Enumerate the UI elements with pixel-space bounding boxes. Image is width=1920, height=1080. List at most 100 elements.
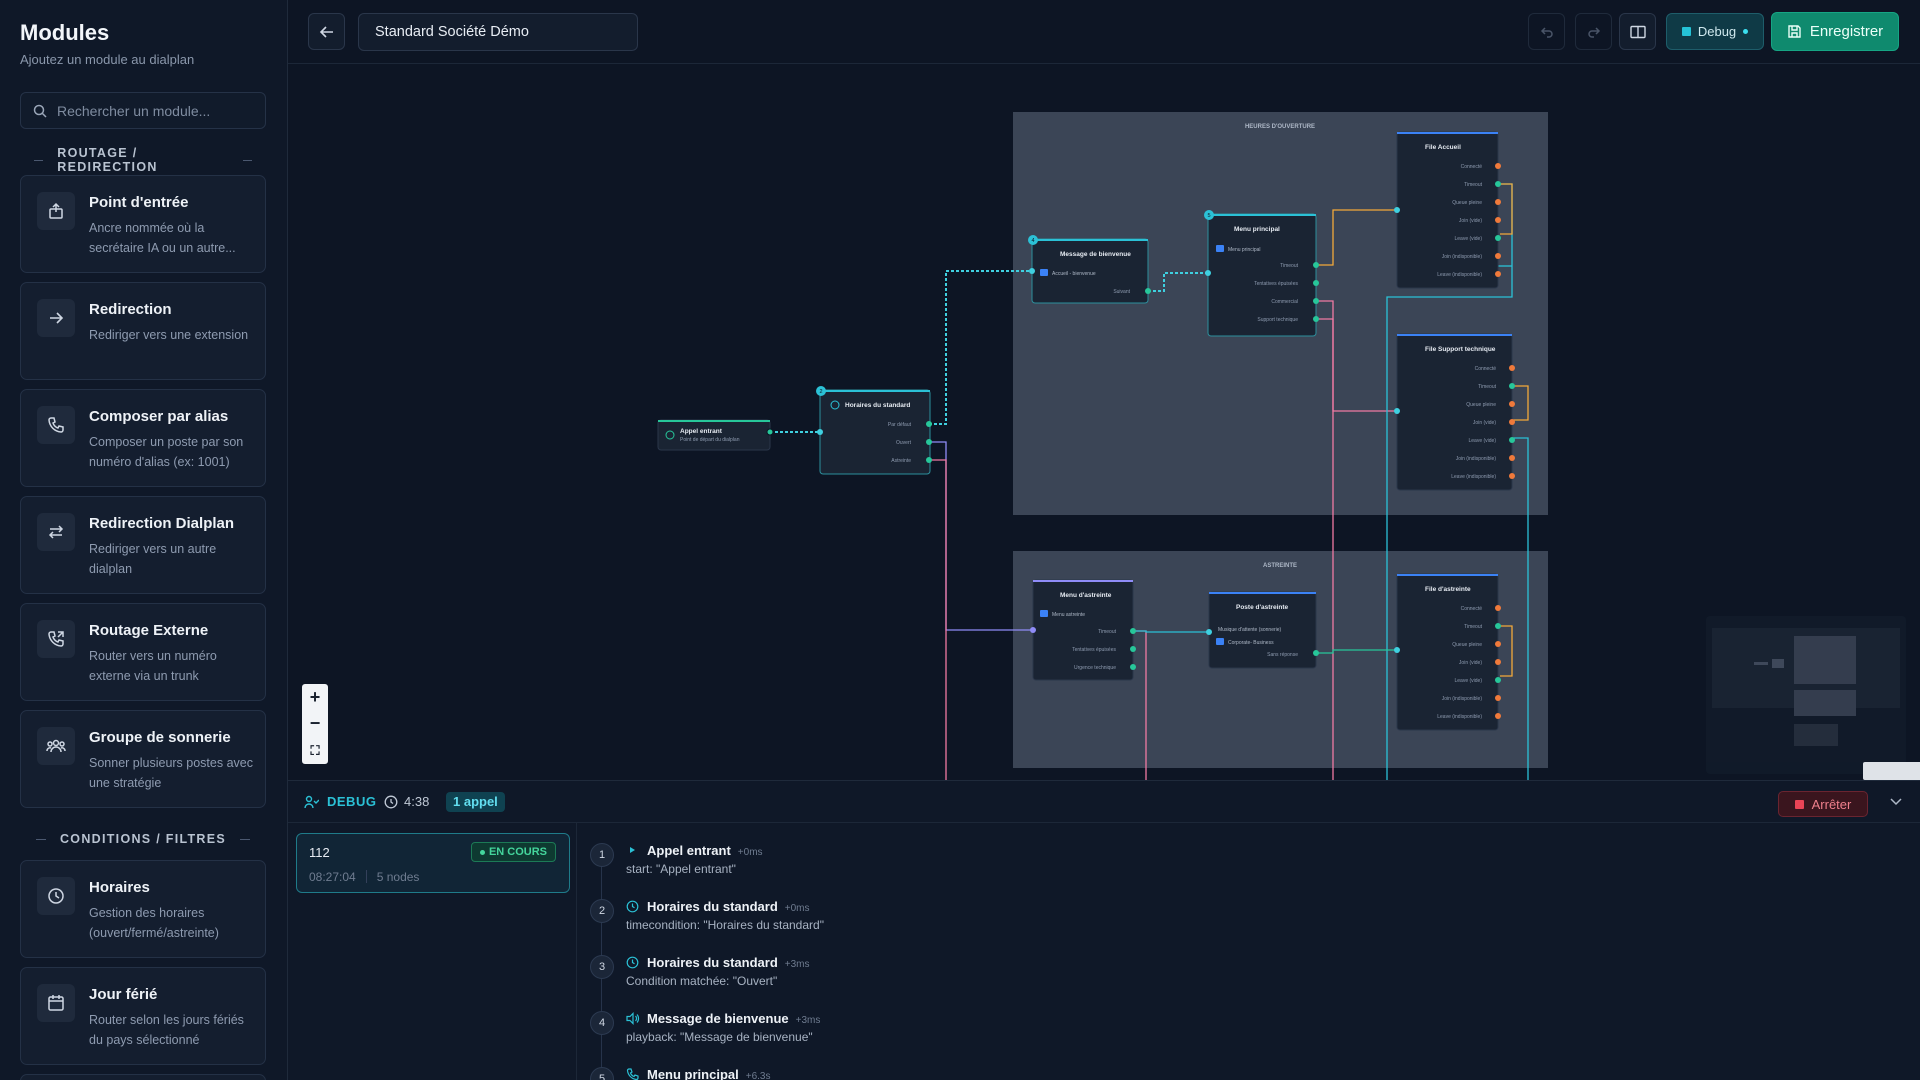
zoom-in-button[interactable]: +: [309, 686, 321, 707]
module-external-routing[interactable]: Routage Externe Router vers un numéro ex…: [20, 603, 266, 701]
collapse-panel-button[interactable]: [1888, 793, 1904, 814]
module-search-input[interactable]: [57, 102, 247, 119]
swap-icon: [37, 513, 75, 551]
node-welcome-message[interactable]: 4 Message de bienvenue Accueil - bienven…: [1028, 235, 1151, 304]
svg-text:Timeout: Timeout: [1280, 263, 1298, 269]
layout-toggle-button[interactable]: [1619, 13, 1656, 50]
node-oncall-menu[interactable]: Menu d'astreinte Menu astreinte Timeout …: [1030, 579, 1136, 681]
svg-text:Join (indisponible): Join (indisponible): [1442, 696, 1483, 702]
anchor-icon: [37, 192, 75, 230]
clock-icon: [626, 956, 639, 969]
svg-text:Tentatives épuisées: Tentatives épuisées: [1072, 647, 1116, 653]
section-routing: ROUTAGE / REDIRECTION: [20, 146, 266, 174]
svg-text:Connecté: Connecté: [1475, 366, 1497, 372]
svg-text:Leave (vide): Leave (vide): [1454, 236, 1482, 242]
sidebar-title: Modules: [20, 20, 110, 45]
svg-text:Queue pleine: Queue pleine: [1452, 642, 1482, 648]
group-oncall-label: ASTREINTE: [1263, 563, 1297, 569]
svg-text:Leave (vide): Leave (vide): [1468, 438, 1496, 444]
svg-text:5: 5: [1207, 213, 1210, 219]
debug-timer: 4:38: [384, 794, 429, 809]
module-search[interactable]: [20, 92, 266, 129]
svg-text:Connecté: Connecté: [1461, 606, 1483, 612]
debug-panel: DEBUG 4:38 1 appel Arrêter 112 EN COURS …: [288, 780, 1920, 1080]
stop-debug-button[interactable]: Arrêter: [1778, 791, 1868, 817]
clock-icon: [384, 795, 398, 808]
undo-button[interactable]: [1528, 13, 1565, 50]
svg-text:Commercial: Commercial: [1271, 299, 1298, 305]
node-queue-reception[interactable]: File Accueil Connecté Timeout Queue plei…: [1394, 131, 1501, 289]
phone-external-icon: [37, 620, 75, 658]
module-dial-alias[interactable]: Composer par alias Composer un poste par…: [20, 389, 266, 487]
minimap-attribution: [1863, 762, 1920, 780]
node-main-menu[interactable]: 5 Menu principal Menu principal Timeout …: [1204, 210, 1319, 337]
svg-text:Point de départ du dialplan: Point de départ du dialplan: [680, 437, 740, 443]
calendar-icon: [37, 984, 75, 1022]
redo-button[interactable]: [1575, 13, 1612, 50]
zoom-out-button[interactable]: −: [309, 713, 321, 734]
svg-text:Par défaut: Par défaut: [888, 422, 912, 428]
phone-icon: [626, 1068, 639, 1080]
group-icon: [37, 727, 75, 765]
bug-icon: [304, 795, 319, 808]
node-hours[interactable]: 2 Horaires du standard Par défaut Ouvert…: [816, 386, 932, 475]
svg-text:Connecté: Connecté: [1461, 164, 1483, 170]
svg-text:Queue pleine: Queue pleine: [1466, 402, 1496, 408]
svg-text:Menu principal: Menu principal: [1228, 247, 1261, 253]
play-icon: [630, 847, 635, 853]
svg-text:File d'astreinte: File d'astreinte: [1425, 586, 1471, 593]
section-conditions: CONDITIONS / FILTRES: [20, 832, 266, 846]
book-icon: [1629, 25, 1646, 38]
module-hours[interactable]: Horaires Gestion des horaires (ouvert/fe…: [20, 860, 266, 958]
svg-text:Join (vide): Join (vide): [1459, 660, 1482, 666]
minimap[interactable]: [1706, 616, 1906, 774]
module-redirection[interactable]: Redirection Rediriger vers une extension: [20, 282, 266, 380]
svg-text:File Accueil: File Accueil: [1425, 144, 1461, 151]
node-incoming-call[interactable]: Appel entrant Point de départ du dialpla…: [657, 419, 774, 451]
svg-text:Join (indisponible): Join (indisponible): [1456, 456, 1497, 462]
node-queue-support[interactable]: File Support technique Connecté Timeout …: [1394, 333, 1515, 491]
svg-text:Tentatives épuisées: Tentatives épuisées: [1254, 281, 1298, 287]
module-next[interactable]: [20, 1074, 266, 1080]
save-button[interactable]: Enregistrer: [1771, 12, 1899, 51]
fit-view-button[interactable]: ⛶: [310, 742, 320, 758]
debug-button[interactable]: Debug: [1666, 13, 1764, 50]
speaker-icon: [626, 1012, 640, 1025]
svg-text:2: 2: [819, 389, 822, 395]
zoom-controls: + − ⛶: [302, 684, 328, 764]
svg-text:Join (vide): Join (vide): [1459, 218, 1482, 224]
module-entry-point[interactable]: Point d'entrée Ancre nommée où la secrét…: [20, 175, 266, 273]
svg-text:Join (indisponible): Join (indisponible): [1442, 254, 1483, 260]
svg-text:Queue pleine: Queue pleine: [1452, 200, 1482, 206]
module-ring-group[interactable]: Groupe de sonnerie Sonner plusieurs post…: [20, 710, 266, 808]
svg-text:Join (vide): Join (vide): [1473, 420, 1496, 426]
arrow-left-icon: [319, 25, 333, 38]
dialplan-name-input[interactable]: [358, 13, 638, 51]
node-queue-oncall[interactable]: File d'astreinte Connecté Timeout Queue …: [1394, 573, 1501, 731]
module-holiday[interactable]: Jour férié Router selon les jours fériés…: [20, 967, 266, 1065]
stop-icon: [1794, 799, 1804, 809]
svg-text:Leave (vide): Leave (vide): [1454, 678, 1482, 684]
svg-text:Ouvert: Ouvert: [896, 440, 912, 446]
phone-alias-icon: [37, 406, 75, 444]
svg-text:Timeout: Timeout: [1478, 384, 1496, 390]
module-dialplan-redirect[interactable]: Redirection Dialplan Rediriger vers un a…: [20, 496, 266, 594]
svg-text:Leave (indisponible): Leave (indisponible): [1437, 272, 1482, 278]
back-button[interactable]: [308, 13, 345, 50]
svg-text:Leave (indisponible): Leave (indisponible): [1437, 714, 1482, 720]
search-icon: [33, 104, 47, 118]
debug-label: DEBUG: [304, 794, 376, 809]
svg-text:Poste d'astreinte: Poste d'astreinte: [1236, 604, 1289, 611]
svg-text:Message de bienvenue: Message de bienvenue: [1060, 251, 1131, 258]
svg-text:Corporate- Business: Corporate- Business: [1228, 640, 1274, 646]
node-oncall-extension[interactable]: Poste d'astreinte Musique d'attente (son…: [1206, 591, 1319, 669]
svg-text:4: 4: [1031, 238, 1034, 244]
svg-text:Timeout: Timeout: [1464, 624, 1482, 630]
svg-text:Astreinte: Astreinte: [891, 458, 911, 464]
svg-text:Menu principal: Menu principal: [1234, 226, 1280, 233]
svg-text:Leave (indisponible): Leave (indisponible): [1451, 474, 1496, 480]
clock-icon: [37, 877, 75, 915]
dialplan-canvas[interactable]: HEURES D'OUVERTURE ASTREINTE Appel entra…: [288, 64, 1920, 780]
